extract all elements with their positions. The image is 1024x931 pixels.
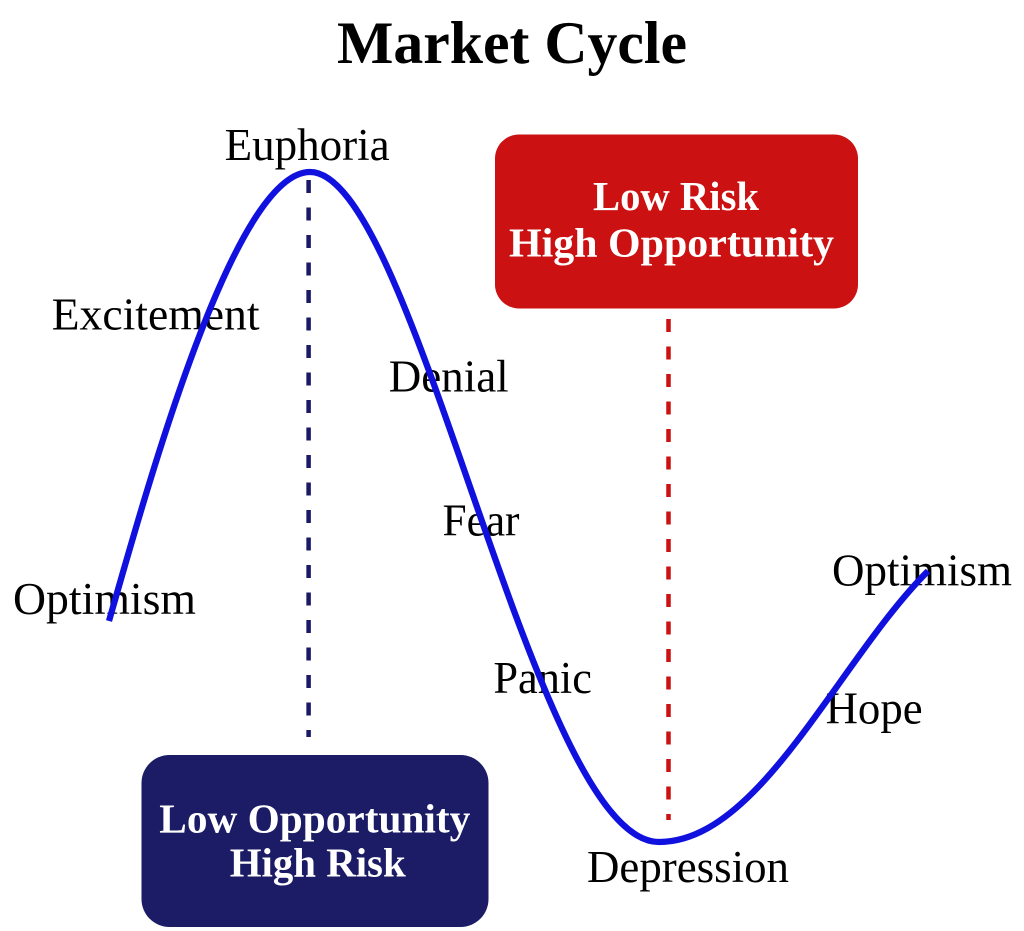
svg-text:Euphoria: Euphoria xyxy=(225,120,390,170)
svg-text:Optimism: Optimism xyxy=(13,574,196,624)
svg-text:Denial: Denial xyxy=(389,352,509,402)
svg-text:Low Risk: Low Risk xyxy=(593,173,759,219)
svg-text:High Risk: High Risk xyxy=(230,840,406,886)
svg-text:High Opportunity: High Opportunity xyxy=(509,219,834,265)
svg-text:Hope: Hope xyxy=(826,684,923,734)
svg-text:Low Opportunity: Low Opportunity xyxy=(159,796,471,842)
svg-text:Excitement: Excitement xyxy=(52,290,261,340)
svg-text:Optimism: Optimism xyxy=(832,546,1012,596)
svg-text:Market Cycle: Market Cycle xyxy=(337,10,687,76)
svg-text:Depression: Depression xyxy=(587,842,789,892)
